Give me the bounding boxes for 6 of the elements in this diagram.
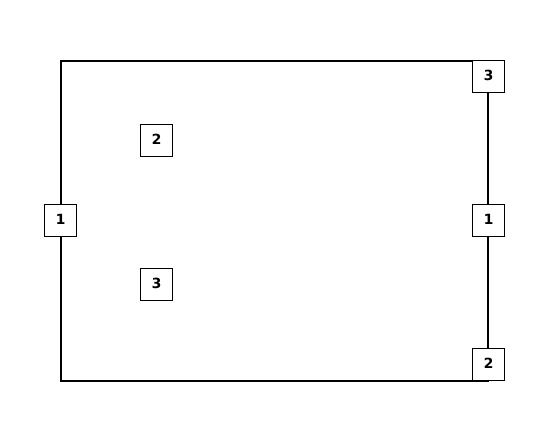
number-box: 1 bbox=[44, 204, 77, 237]
number-box: 2 bbox=[472, 348, 505, 381]
number-box: 1 bbox=[472, 204, 505, 237]
number-box: 3 bbox=[472, 60, 505, 93]
number-box: 3 bbox=[140, 268, 173, 301]
number-box: 2 bbox=[140, 124, 173, 157]
